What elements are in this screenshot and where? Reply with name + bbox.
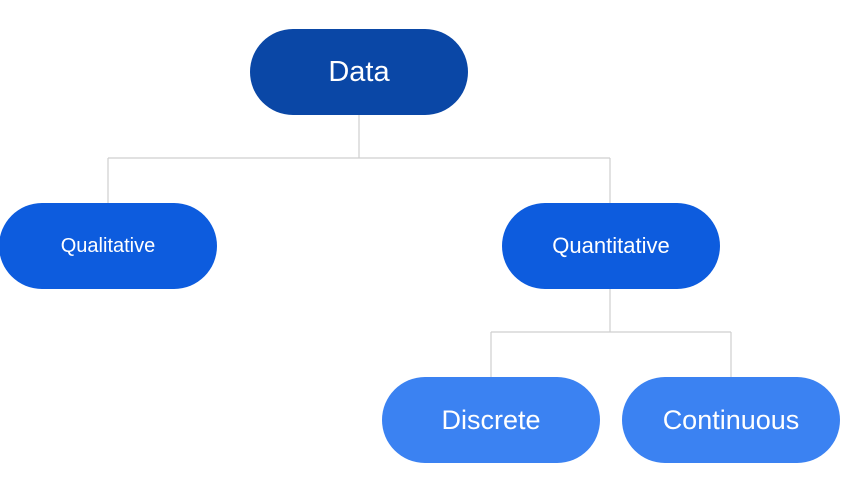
node-data-label: Data	[328, 55, 390, 88]
node-discrete-label: Discrete	[441, 404, 541, 435]
node-qualitative-label: Qualitative	[60, 234, 156, 257]
node-discrete: Discrete	[382, 377, 600, 463]
node-qualitative: Qualitative	[0, 203, 217, 289]
node-continuous-label: Continuous	[662, 404, 800, 435]
node-data: Data	[250, 29, 468, 115]
node-continuous: Continuous	[622, 377, 840, 463]
node-quantitative: Quantitative	[502, 203, 720, 289]
node-quantitative-label: Quantitative	[552, 233, 670, 258]
